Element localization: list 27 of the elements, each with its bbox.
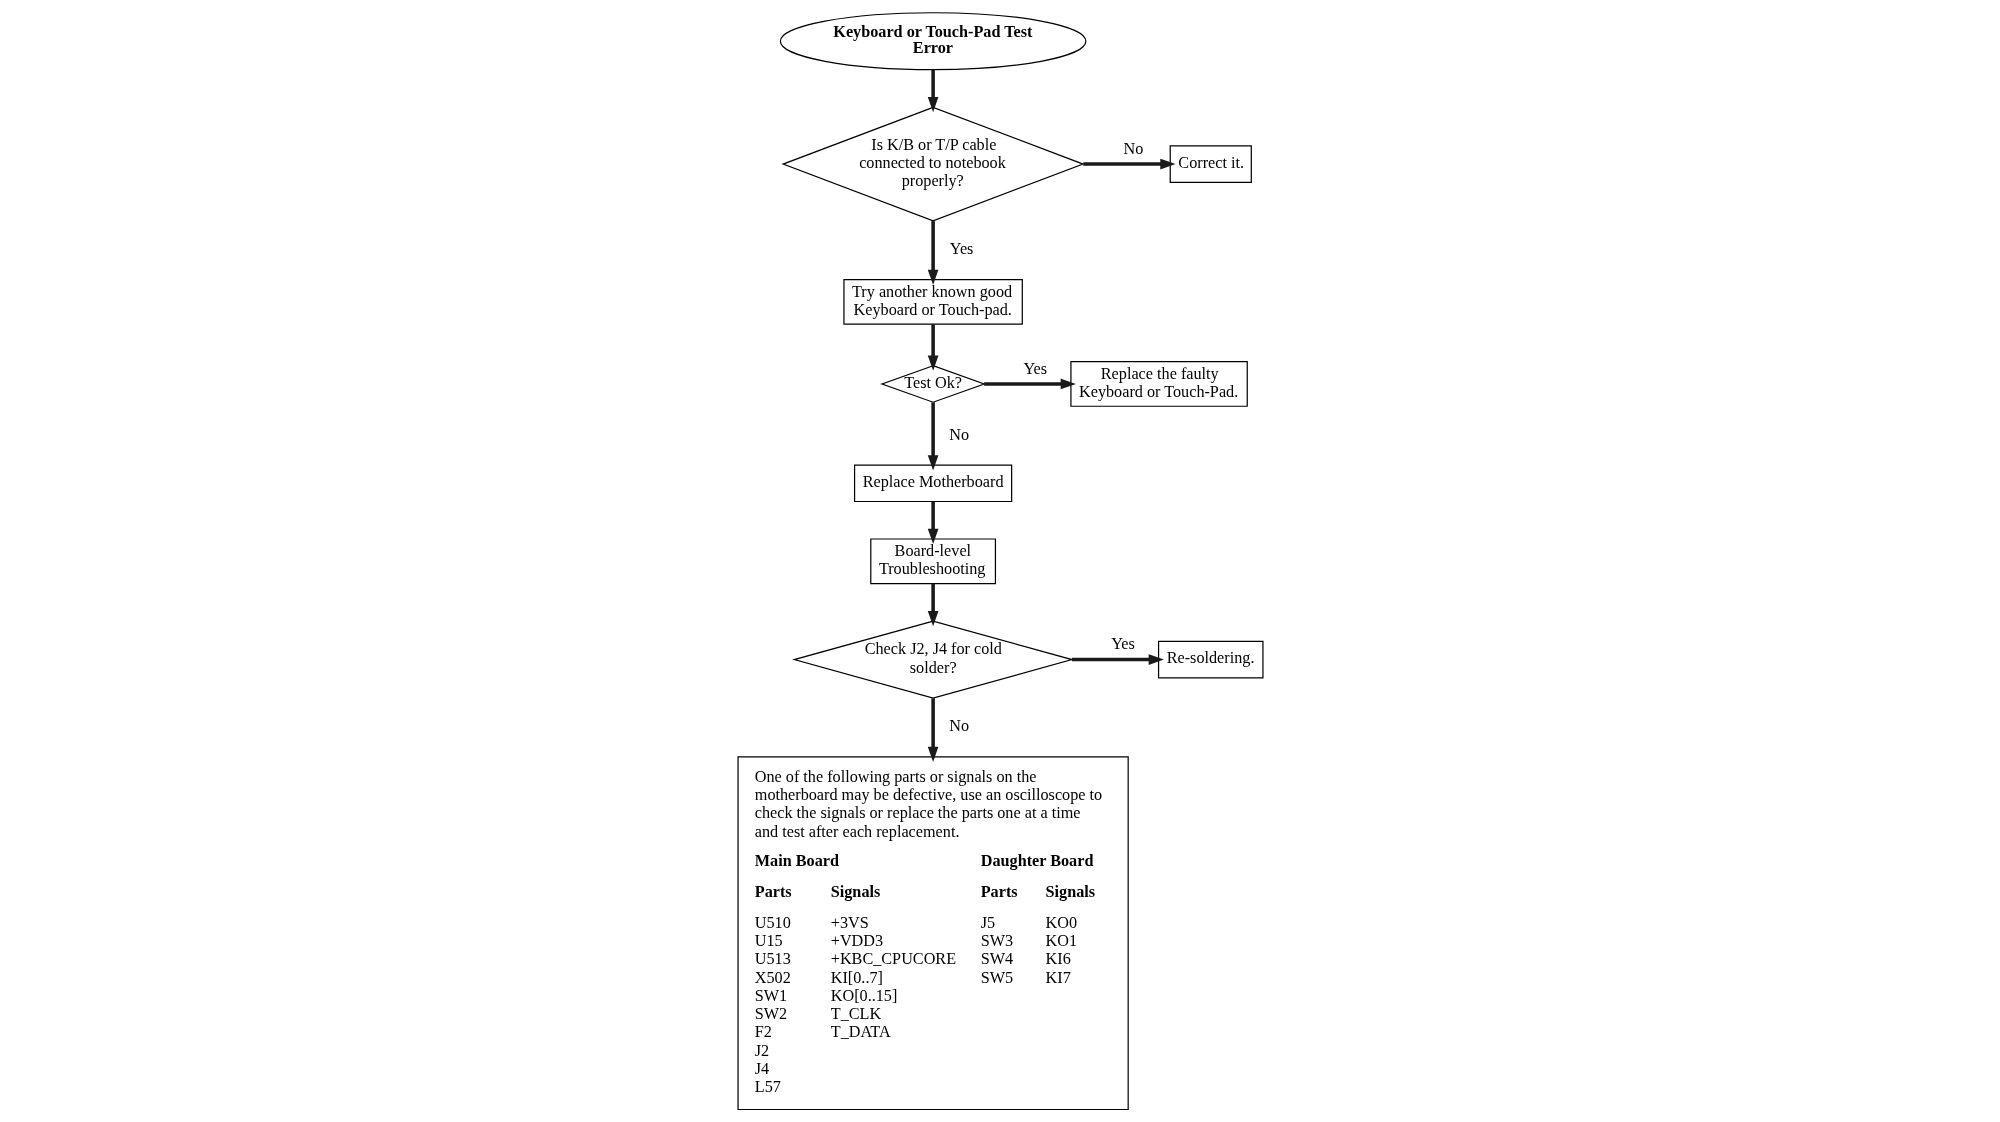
node-box: Board-level Troubleshooting: [869, 538, 996, 585]
edge-label: No: [948, 717, 969, 736]
node-diamond: Test Ok?: [879, 365, 986, 403]
node-box: Correct it.: [1169, 145, 1252, 183]
node-ellipse: Keyboard or Touch-Pad Test Error: [779, 12, 1086, 71]
edge-label: No: [1123, 139, 1143, 158]
arrow: [927, 501, 938, 545]
arrow: [927, 69, 938, 113]
node-box: Replace Motherboard: [853, 464, 1012, 503]
node-box: Try another known good Keyboard or Touch-pad.: [842, 278, 1023, 325]
node-diamond: Is K/B or T/P cable connected to notebook properly?: [780, 106, 1085, 222]
arrow: [927, 583, 938, 627]
arrow: [1071, 654, 1164, 665]
edge-label: Yes: [1022, 359, 1047, 378]
arrow: [927, 221, 938, 285]
node-diamond: Check J2, J4 for cold solder?: [791, 620, 1074, 699]
node-box: Replace the faulty Keyboard or Touch-Pad.: [1069, 361, 1248, 407]
node-box: One of the following parts or signals on the motherboard may be defective, use an oscilloscope to check the signals or replace the parts one at a time and test after each replacement. Main Board Daughter Board Parts Signals Parts Signals U510 U15 U513 X502 SW1 SW2 F2 J2 J4 L57 +3VS +VDD3 +KBC_CPUCORE KI[0..7] KO[0..15] T_CLK T_DATA J5 SW3 SW4 SW5 KO0 KO1 KI6 KI7: [736, 756, 1129, 1111]
edge-label: Yes: [1110, 635, 1135, 654]
node-box: Re-soldering.: [1157, 640, 1264, 679]
arrow: [927, 402, 938, 471]
arrow: [927, 324, 938, 371]
edge-label: Yes: [949, 240, 973, 259]
arrow: [1082, 158, 1176, 170]
edge-label: No: [948, 425, 969, 444]
arrow: [983, 378, 1076, 390]
arrow: [927, 698, 938, 762]
